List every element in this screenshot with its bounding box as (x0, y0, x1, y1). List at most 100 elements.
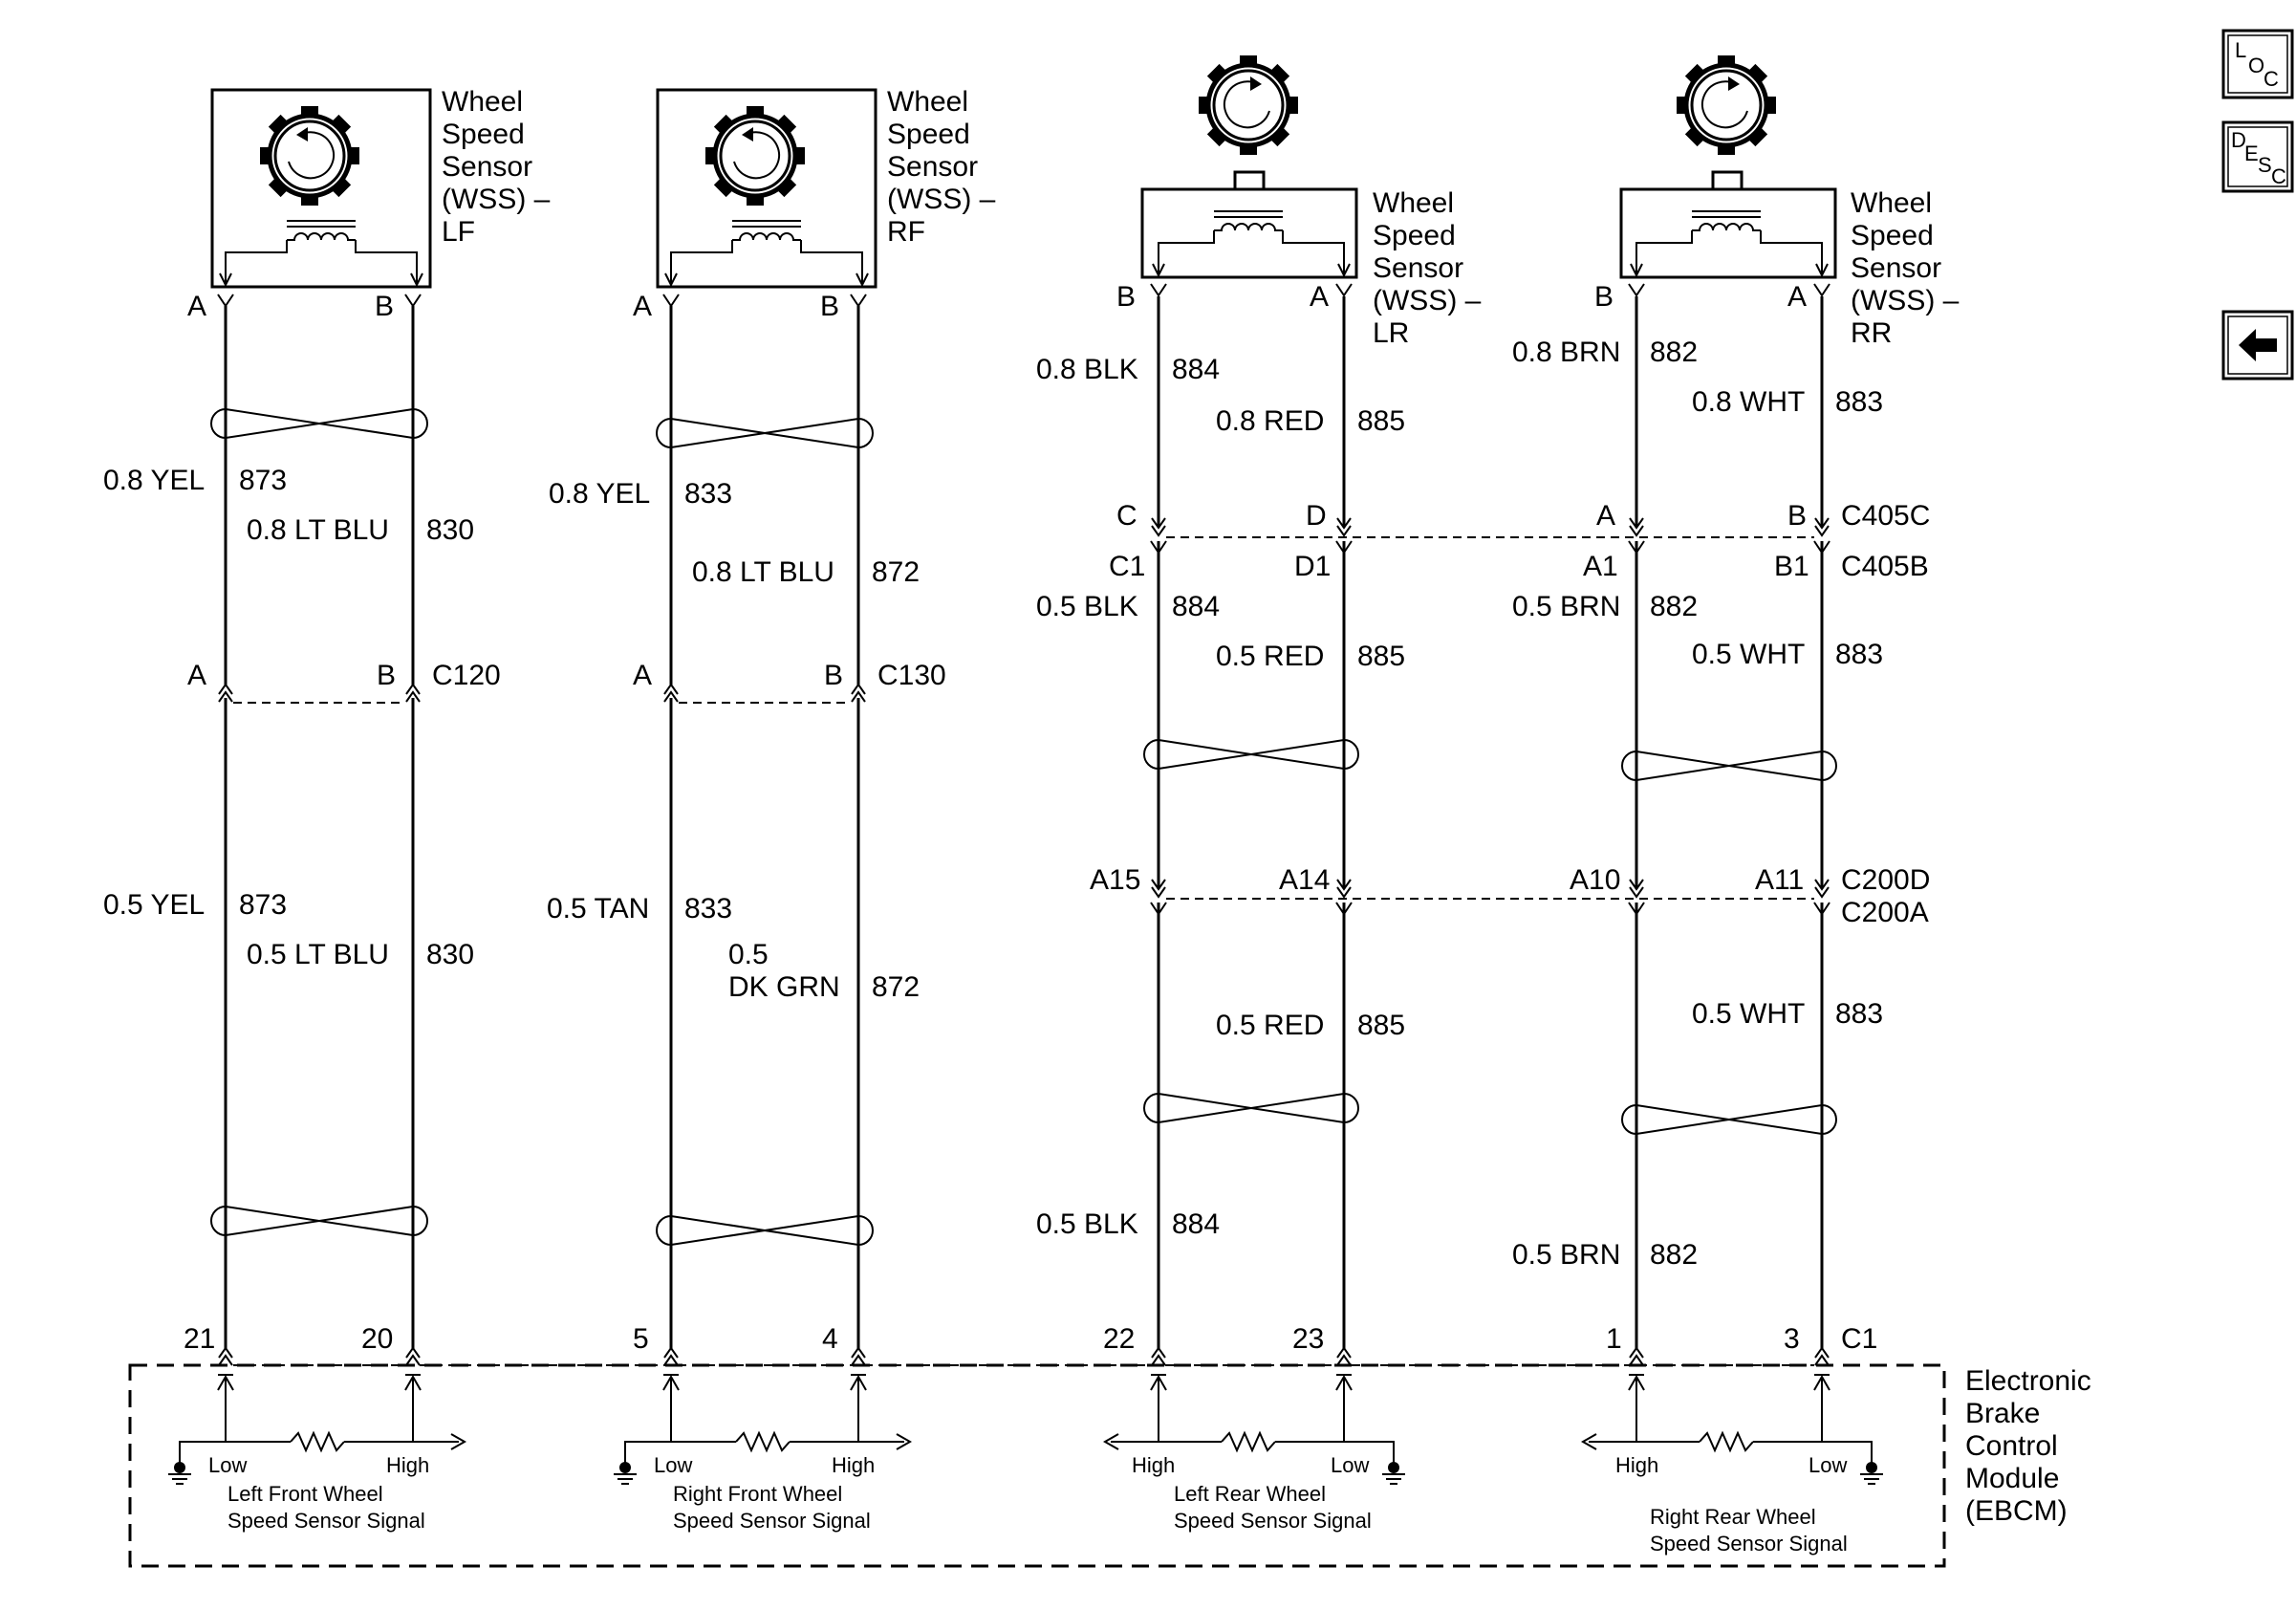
high-label: High (1615, 1453, 1658, 1477)
circuit-number: 884 (1172, 591, 1220, 622)
c1-connector: 21 20 5 4 22 23 1 3 C1 (184, 1323, 1877, 1366)
wire-color: 0.5 WHT (1692, 639, 1805, 670)
ebcm-label: (EBCM) (1965, 1495, 2068, 1527)
wss-lf-title-2: Speed (442, 119, 525, 150)
wss-rf-title-4: (WSS) – (887, 184, 996, 215)
c1-pin: 22 (1103, 1323, 1135, 1355)
pin-label: A (633, 291, 652, 322)
c1-pin: 23 (1292, 1323, 1324, 1355)
wire-labels: 0.8 YEL 873 0.8 LT BLU 830 0.5 YEL 873 0… (103, 337, 1883, 1271)
c405c-pin: D (1306, 500, 1327, 532)
tone-wheel-icon (684, 85, 825, 226)
wire-color: 0.8 RED (1216, 405, 1324, 437)
c1-pin: 5 (633, 1323, 649, 1355)
circuit-number: 833 (684, 478, 732, 510)
signal-label: Speed Sensor Signal (227, 1509, 425, 1533)
high-label: High (1132, 1453, 1175, 1477)
c130-label: C130 (877, 660, 946, 691)
c405c-pin: C (1116, 500, 1137, 532)
ground-icon (613, 1454, 638, 1485)
c405b-pin: B1 (1774, 551, 1809, 582)
circuit-number: 833 (684, 893, 732, 925)
wire-color: 0.5 BRN (1512, 1239, 1620, 1271)
loc-letter: L (2235, 38, 2246, 62)
c1-pin: 4 (822, 1323, 838, 1355)
signal-label: Left Front Wheel (227, 1482, 383, 1506)
ebcm-label: Brake (1965, 1398, 2040, 1429)
high-label: High (832, 1453, 875, 1477)
wire-color: 0.5 BRN (1512, 591, 1620, 622)
c405b-label: C405B (1841, 551, 1929, 582)
c120-label: C120 (432, 660, 501, 691)
wss-lf-title-5: LF (442, 216, 475, 248)
wss-rr-title-4: (WSS) – (1851, 285, 1960, 316)
circuit-number: 830 (426, 514, 474, 546)
c1-pin: 20 (361, 1323, 393, 1355)
c200d-pin: A15 (1090, 864, 1140, 896)
circuit-number: 884 (1172, 1208, 1220, 1240)
c405b-pin: A1 (1583, 551, 1618, 582)
tone-wheel-icon (1178, 34, 1318, 175)
wss-lr: Wheel Speed Sensor (WSS) – LR (1140, 34, 1482, 349)
circuit-number: 873 (239, 465, 287, 496)
pin-label: B (820, 291, 839, 322)
signal-label: Right Front Wheel (673, 1482, 842, 1506)
wss-rr-title-3: Sensor (1851, 252, 1941, 284)
wire-color: 0.5 RED (1216, 1010, 1324, 1041)
c405c-label: C405C (1841, 500, 1930, 532)
circuit-number: 882 (1650, 1239, 1698, 1271)
left-arrow-icon (2239, 329, 2277, 361)
c200d-label: C200D (1841, 864, 1930, 896)
circuit-number: 883 (1835, 998, 1883, 1030)
wires (224, 296, 1824, 1350)
back-button[interactable] (2221, 310, 2294, 381)
low-label: Low (1809, 1453, 1847, 1477)
desc-letter: S (2258, 153, 2272, 177)
low-label: Low (1331, 1453, 1369, 1477)
circuit-number: 883 (1835, 639, 1883, 670)
wss-lr-title-4: (WSS) – (1373, 285, 1482, 316)
pin-label: B (1116, 281, 1136, 313)
ebcm: Low High Left Front Wheel Speed Sensor S… (128, 1363, 2091, 1568)
desc-button[interactable]: D E S C (2221, 120, 2294, 193)
wss-rr-title-1: Wheel (1851, 187, 1932, 219)
circuit-number: 882 (1650, 337, 1698, 368)
ground-icon (1859, 1454, 1884, 1485)
circuit-number: 830 (426, 939, 474, 970)
wss-rf-title-1: Wheel (887, 86, 968, 118)
wss-lf-title-4: (WSS) – (442, 184, 551, 215)
wss-lr-title-3: Sensor (1373, 252, 1463, 284)
wss-lf-title-3: Sensor (442, 151, 532, 183)
loc-button[interactable]: L O C (2221, 29, 2294, 99)
circuit-number: 884 (1172, 354, 1220, 385)
c120-pin-a: A (187, 660, 206, 691)
c130-pin-a: A (633, 660, 652, 691)
wire-color: 0.8 LT BLU (247, 514, 389, 546)
wss-lf: Wheel Speed Sensor (WSS) – LF (210, 85, 551, 289)
tone-wheel-icon (1656, 34, 1796, 175)
ebcm-label: Control (1965, 1430, 2058, 1462)
c405b-pin: C1 (1109, 551, 1145, 582)
wire-color: 0.5 YEL (103, 889, 205, 921)
wss-lr-title-5: LR (1373, 317, 1409, 349)
ebcm-label: Module (1965, 1463, 2059, 1494)
wire-color: 0.8 BRN (1512, 337, 1620, 368)
wire-color: 0.5 RED (1216, 641, 1324, 672)
c1-pin: 21 (184, 1323, 215, 1355)
wire-color: 0.8 LT BLU (692, 556, 834, 588)
wire-color: 0.8 BLK (1036, 354, 1138, 385)
low-label: Low (208, 1453, 247, 1477)
signal-label: Speed Sensor Signal (673, 1509, 871, 1533)
wss-rf-title-3: Sensor (887, 151, 978, 183)
low-label: Low (654, 1453, 692, 1477)
c1-pin: 1 (1606, 1323, 1622, 1355)
wss-rf-title-2: Speed (887, 119, 970, 150)
tone-wheel-icon (239, 85, 379, 226)
c405c-pin: B (1787, 500, 1807, 532)
loc-letter: O (2248, 54, 2264, 77)
desc-letter: C (2271, 164, 2286, 188)
circuit-number: 885 (1357, 405, 1405, 437)
wire-color: 0.8 WHT (1692, 386, 1805, 418)
circuit-number: 885 (1357, 641, 1405, 672)
wire-color: 0.5 WHT (1692, 998, 1805, 1030)
